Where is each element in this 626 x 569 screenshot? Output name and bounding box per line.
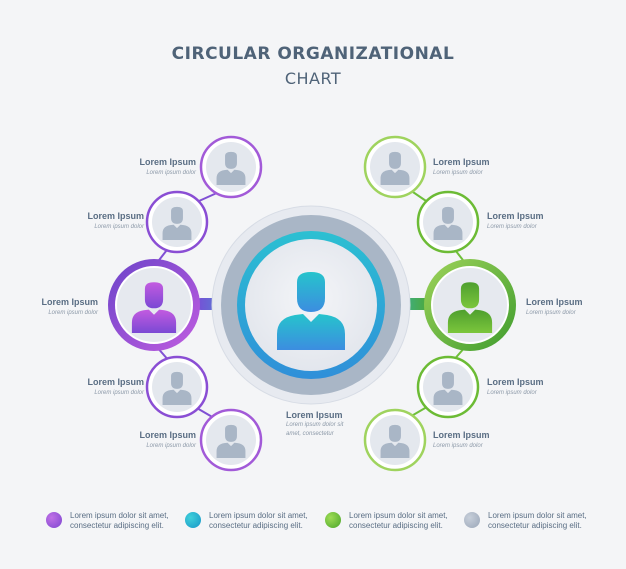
purple-node-3-label: Lorem Ipsum Lorem ipsum dolor — [24, 377, 144, 398]
legend-dot-gray — [464, 512, 480, 528]
green-node-2 — [416, 190, 480, 254]
green-node-2-desc: Lorem ipsum dolor — [487, 224, 537, 230]
purple-node-4 — [199, 408, 263, 472]
purple-node-1-name: Lorem Ipsum — [139, 157, 196, 167]
legend-teal-line1: Lorem ipsum dolor sit amet, — [209, 511, 308, 520]
legend-gray-line1: Lorem ipsum dolor sit amet, — [488, 511, 587, 520]
purple-node-1-label: Lorem Ipsum Lorem ipsum dolor — [76, 157, 196, 178]
purple-node-1-desc: Lorem ipsum dolor — [146, 170, 196, 176]
legend-purple-line2: consectetur adipiscing elit. — [70, 521, 164, 530]
purple-node-2-desc: Lorem ipsum dolor — [94, 224, 144, 230]
legend-dot-teal — [185, 512, 201, 528]
green-node-1-label: Lorem Ipsum Lorem ipsum dolor — [433, 157, 553, 178]
legend-green-line2: consectetur adipiscing elit. — [349, 521, 443, 530]
legend-text-gray: Lorem ipsum dolor sit amet, consectetur … — [488, 511, 587, 531]
legend-item-gray: Lorem ipsum dolor sit amet, consectetur … — [464, 509, 604, 533]
green-node-2-name: Lorem Ipsum — [487, 211, 544, 221]
green-main-name: Lorem Ipsum — [526, 297, 583, 307]
chart-title: CIRCULAR ORGANIZATIONAL — [171, 44, 455, 64]
chart-subtitle: CHART — [284, 69, 342, 88]
purple-node-2 — [145, 190, 209, 254]
purple-node-2-name: Lorem Ipsum — [87, 211, 144, 221]
green-node-4-name: Lorem Ipsum — [433, 430, 490, 440]
purple-node-1 — [199, 135, 263, 199]
center-desc-line1: Lorem ipsum dolor sit — [286, 422, 344, 428]
green-node-4 — [363, 408, 427, 472]
green-node-2-label: Lorem Ipsum Lorem ipsum dolor — [487, 211, 607, 232]
green-node-1-desc: Lorem ipsum dolor — [433, 170, 483, 176]
green-node-4-label: Lorem Ipsum Lorem ipsum dolor — [433, 430, 553, 451]
purple-main-label: Lorem Ipsum Lorem ipsum dolor — [0, 297, 98, 318]
center-person-icon — [277, 272, 345, 350]
purple-node-2-label: Lorem Ipsum Lorem ipsum dolor — [24, 211, 144, 232]
green-node-3-name: Lorem Ipsum — [487, 377, 544, 387]
center-desc-line2: amet, consectetur — [286, 431, 334, 437]
green-main-node — [424, 259, 516, 351]
legend-dot-purple — [46, 512, 62, 528]
legend-dot-green — [325, 512, 341, 528]
legend-text-purple: Lorem ipsum dolor sit amet, consectetur … — [70, 511, 169, 531]
center-label: Lorem Ipsum Lorem ipsum dolor sit amet, … — [286, 410, 376, 439]
center-node — [211, 205, 411, 405]
purple-main-name: Lorem Ipsum — [41, 297, 98, 307]
legend-green-line1: Lorem ipsum dolor sit amet, — [349, 511, 448, 520]
green-node-3 — [416, 355, 480, 419]
purple-main-desc: Lorem ipsum dolor — [48, 310, 98, 316]
purple-node-3-name: Lorem Ipsum — [87, 377, 144, 387]
legend-text-green: Lorem ipsum dolor sit amet, consectetur … — [349, 511, 448, 531]
purple-node-3 — [145, 355, 209, 419]
green-main-desc: Lorem ipsum dolor — [526, 310, 576, 316]
green-node-1-name: Lorem Ipsum — [433, 157, 490, 167]
legend-gray-line2: consectetur adipiscing elit. — [488, 521, 582, 530]
legend-text-teal: Lorem ipsum dolor sit amet, consectetur … — [209, 511, 308, 531]
purple-node-4-name: Lorem Ipsum — [139, 430, 196, 440]
legend-item-purple: Lorem ipsum dolor sit amet, consectetur … — [46, 509, 186, 533]
purple-main-node — [108, 259, 200, 351]
purple-node-4-desc: Lorem ipsum dolor — [146, 443, 196, 449]
purple-node-4-label: Lorem Ipsum Lorem ipsum dolor — [76, 430, 196, 451]
green-main-label: Lorem Ipsum Lorem ipsum dolor — [526, 297, 622, 318]
legend-item-teal: Lorem ipsum dolor sit amet, consectetur … — [185, 509, 325, 533]
green-node-3-desc: Lorem ipsum dolor — [487, 390, 537, 396]
legend-item-green: Lorem ipsum dolor sit amet, consectetur … — [325, 509, 465, 533]
purple-node-3-desc: Lorem ipsum dolor — [94, 390, 144, 396]
green-node-1 — [363, 135, 427, 199]
green-node-3-label: Lorem Ipsum Lorem ipsum dolor — [487, 377, 607, 398]
legend-teal-line2: consectetur adipiscing elit. — [209, 521, 303, 530]
green-node-4-desc: Lorem ipsum dolor — [433, 443, 483, 449]
center-name: Lorem Ipsum — [286, 410, 343, 420]
legend-purple-line1: Lorem ipsum dolor sit amet, — [70, 511, 169, 520]
